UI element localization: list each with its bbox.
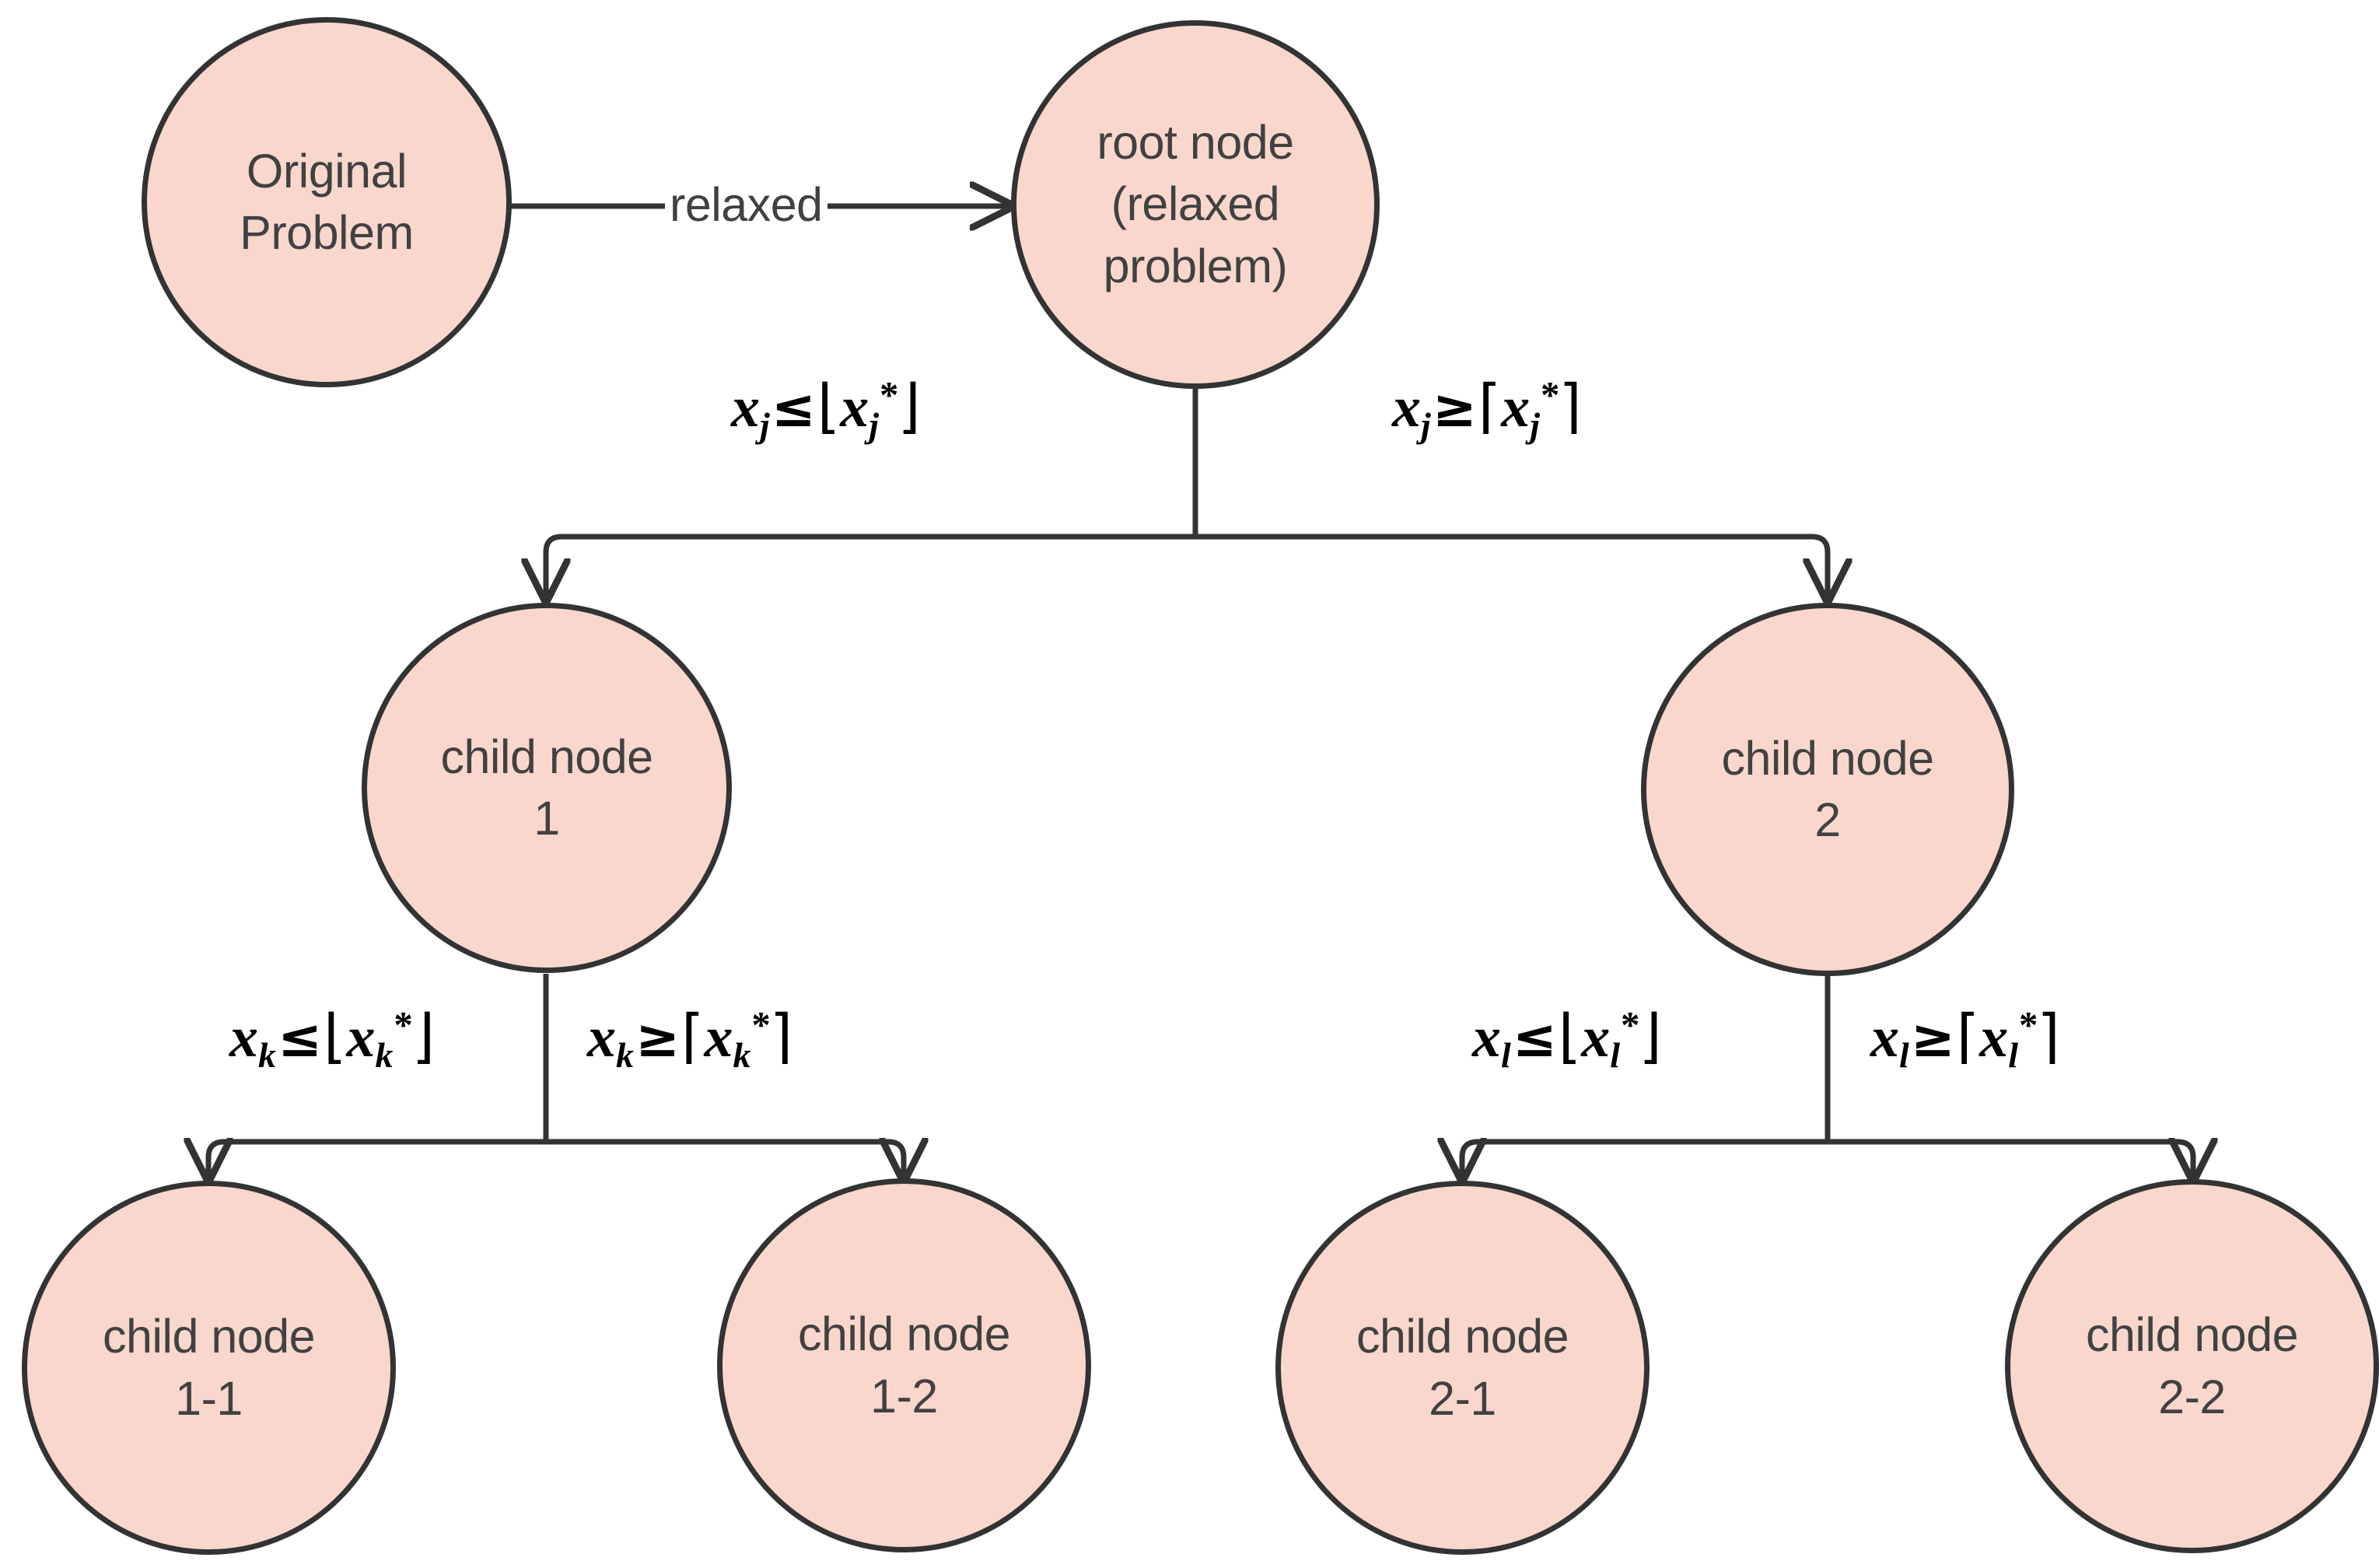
edge-child2-to-child2-2 — [1828, 1142, 2193, 1177]
node-child-1[interactable]: child node 1 — [362, 603, 732, 973]
node-child-1-2-label: child node 1-2 — [797, 1307, 1011, 1423]
node-original-problem[interactable]: Original Problem — [142, 17, 512, 387]
edge-label-relaxed: relaxed — [665, 177, 827, 232]
branch-label-child1-right: xk≥⌈xk*⌉ — [587, 1002, 793, 1075]
branch-label-child1-left: xk≤⌊xk*⌋ — [229, 1002, 436, 1075]
node-child-2-1[interactable]: child node 2-1 — [1275, 1181, 1650, 1555]
node-child-1-2[interactable]: child node 1-2 — [717, 1178, 1091, 1552]
node-child-1-1-label: child node 1-1 — [102, 1310, 316, 1425]
edge-root-to-child2 — [1195, 534, 1828, 597]
node-original-problem-label: Original Problem — [240, 144, 414, 259]
node-child-2-1-label: child node 2-1 — [1356, 1310, 1569, 1425]
edge-child1-to-child1-1 — [208, 1142, 546, 1177]
node-child-1-label: child node 1 — [440, 730, 653, 845]
node-child-2-2-label: child node 2-2 — [2085, 1308, 2299, 1423]
node-child-2[interactable]: child node 2 — [1641, 603, 2014, 976]
node-child-1-1[interactable]: child node 1-1 — [22, 1181, 396, 1555]
node-child-2-2[interactable]: child node 2-2 — [2005, 1179, 2379, 1553]
branch-label-root-right: xj≥⌈xj*⌉ — [1392, 372, 1582, 445]
node-root-label: root node (relaxed problem) — [1097, 116, 1294, 292]
node-child-2-label: child node 2 — [1721, 731, 1934, 846]
edge-child2-to-child2-1 — [1462, 1142, 1828, 1177]
branch-label-root-left: xj≤⌊xj*⌋ — [731, 372, 921, 445]
branch-label-child2-right: xl≥⌈xl*⌉ — [1870, 1002, 2060, 1075]
edge-root-to-child1 — [546, 534, 1195, 597]
branch-label-child2-left: xl≤⌊xl*⌋ — [1472, 1002, 1662, 1075]
edge-child1-to-child1-2 — [546, 1142, 904, 1177]
node-root[interactable]: root node (relaxed problem) — [1011, 20, 1380, 389]
